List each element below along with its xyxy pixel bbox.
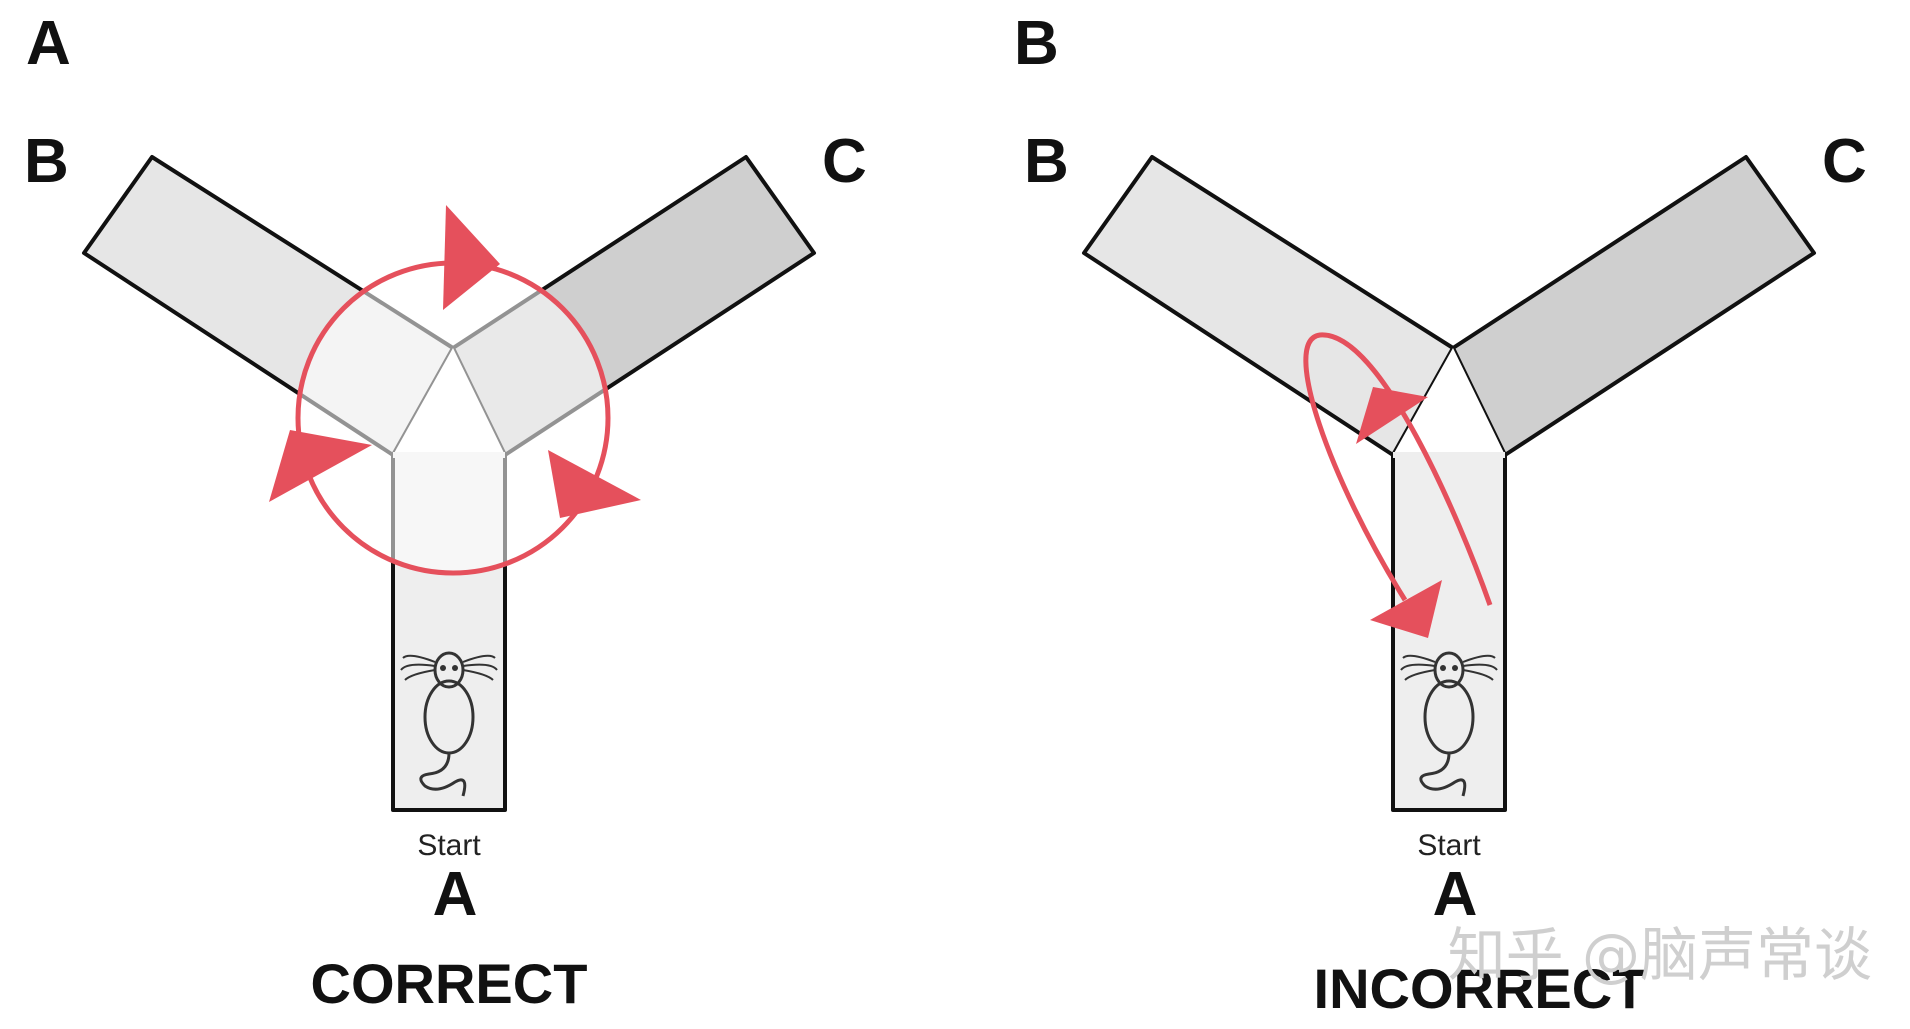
mouse-icon (1400, 651, 1498, 797)
panel-letter-b: B (1014, 9, 1059, 78)
arrow-head-top (443, 205, 500, 310)
arm-right (1451, 155, 1816, 457)
arrow-head-upper (1356, 387, 1428, 444)
arm-label-b: B (1024, 127, 1069, 196)
panel-letter-a: A (26, 9, 71, 78)
arm-label-a: A (1433, 860, 1478, 929)
arm-label-a: A (433, 860, 478, 929)
mouse-icon (400, 651, 498, 797)
maze-center (1393, 348, 1505, 455)
start-label: Start (417, 829, 481, 862)
arm-label-c: C (1822, 127, 1867, 196)
arm-label-c: C (822, 127, 867, 196)
arm-label-b: B (24, 127, 69, 196)
hub-circle (295, 260, 611, 576)
y-maze-incorrect (1082, 155, 1816, 812)
start-label: Start (1417, 829, 1481, 862)
panel-incorrect: B B C Start A INCORRECT (1014, 9, 1867, 1020)
panel-correct: A B C Start A CORRE (24, 9, 867, 1015)
arrow-head-right (548, 450, 641, 518)
watermark-text: 知乎 @脑声常谈 (1448, 921, 1872, 989)
arrow-head-lower (1370, 580, 1442, 638)
rotation-path-correct (269, 205, 641, 576)
reentry-path-incorrect (1303, 332, 1493, 638)
result-caption-correct: CORRECT (311, 952, 588, 1015)
arrow-head-left (269, 430, 372, 502)
result-caption-incorrect: INCORRECT (1314, 957, 1647, 1020)
loop-path (1303, 332, 1493, 606)
